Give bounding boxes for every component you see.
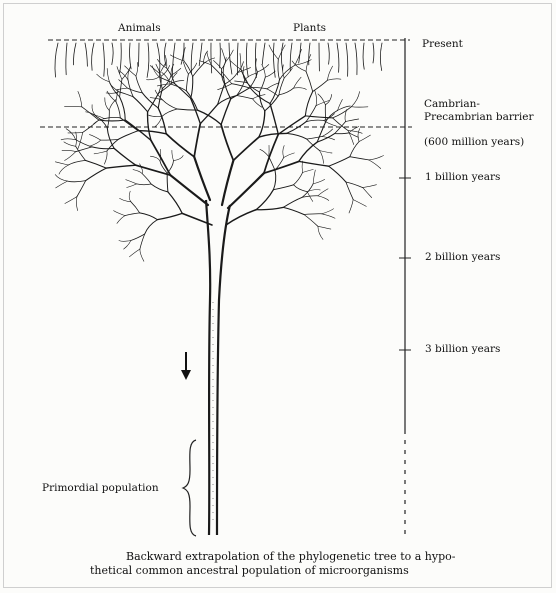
plants-label: Plants [293,22,326,35]
down-arrow-icon [181,352,191,380]
primordial-label: Primordial population [42,482,159,495]
three-billion-label: 3 billion years [425,343,500,356]
cambrian-label-line3: (600 million years) [424,136,524,149]
tree-trunk [206,200,230,535]
present-label: Present [422,38,463,51]
one-billion-label: 1 billion years [425,171,500,184]
cambrian-label-line1: Cambrian- [424,98,480,111]
caption-line-2: thetical common ancestral population of … [90,564,455,578]
primordial-brace [183,440,196,536]
cambrian-label-line2: Precambrian barrier [424,111,533,124]
figure-caption: Backward extrapolation of the phylogenet… [90,550,455,578]
tree-branches [55,43,384,261]
animals-label: Animals [118,22,161,35]
caption-line-1: Backward extrapolation of the phylogenet… [90,550,455,564]
two-billion-label: 2 billion years [425,251,500,264]
